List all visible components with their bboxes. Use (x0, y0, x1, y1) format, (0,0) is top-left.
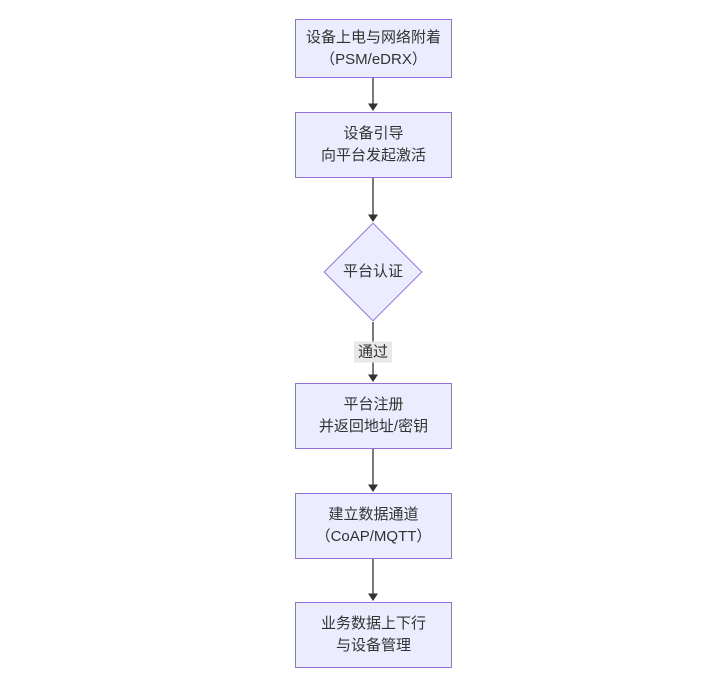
decision-platform-auth-label: 平台认证 (342, 263, 403, 280)
edge-power-to-bootstrap (368, 78, 378, 111)
edge-channel-to-business (368, 559, 378, 601)
node-business-data: 业务数据上下行 与设备管理 (295, 602, 452, 668)
node-text-line: 设备引导 (343, 125, 404, 142)
node-text-line: （CoAP/MQTT） (315, 528, 432, 545)
arrowhead-icon (368, 593, 378, 601)
node-text-line: （PSM/eDRX） (320, 50, 427, 68)
edge-register-to-channel (368, 449, 378, 492)
arrowhead-icon (368, 374, 378, 382)
node-text-line: 建立数据通道 (328, 506, 419, 523)
node-platform-register: 平台注册 并返回地址/密钥 (295, 383, 452, 449)
node-text-line: 平台注册 (343, 396, 404, 413)
node-text-line: 向平台发起激活 (320, 147, 426, 164)
arrowhead-icon (368, 103, 378, 111)
arrowhead-icon (368, 484, 378, 492)
node-text-line: 设备上电与网络附着 (305, 28, 441, 46)
edge-label-pass: 通过 (353, 341, 393, 363)
edge-bootstrap-to-auth (368, 178, 378, 222)
node-text-line: 与设备管理 (335, 637, 411, 654)
node-device-bootstrap: 设备引导 向平台发起激活 (295, 112, 452, 178)
arrowhead-icon (368, 214, 378, 222)
node-text-line: 并返回地址/密钥 (318, 418, 429, 435)
node-device-power-attach: 设备上电与网络附着 （PSM/eDRX） (295, 19, 452, 78)
node-data-channel: 建立数据通道 （CoAP/MQTT） (295, 493, 452, 559)
node-text-line: 业务数据上下行 (320, 615, 426, 632)
